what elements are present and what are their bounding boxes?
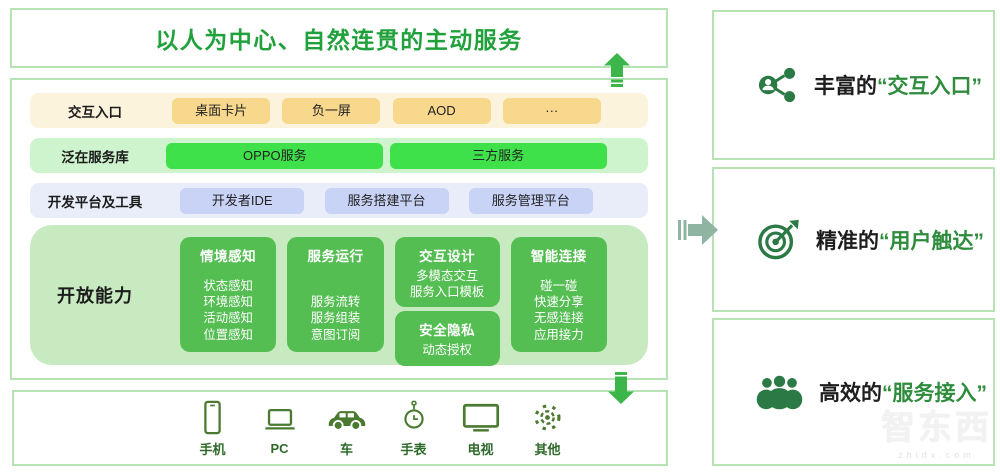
entry-item-more: ···: [502, 97, 601, 124]
layer-entry-label: 交互入口: [68, 104, 122, 120]
capability-item: 多模态交互: [416, 269, 479, 283]
capability-item: 活动感知: [203, 311, 253, 326]
capability-item: 动态授权: [422, 343, 472, 357]
capability-column-split: 交互设计 多模态交互 服务入口模板 安全隐私 动态授权: [394, 237, 500, 367]
layer-entry: 交互入口 桌面卡片 负一屏 AOD ···: [30, 93, 648, 128]
benefit-highlight: “服务接入”: [882, 382, 987, 405]
layer-capabilities: 开放能力 情境感知 状态感知 环境感知 活动感知 位置感知 服务运行 服务流转: [30, 225, 648, 367]
benefit-access-box: 高效的“服务接入”: [712, 318, 995, 466]
benefit-entry-box: 丰富的“交互入口”: [712, 10, 995, 160]
people-icon: [756, 374, 803, 410]
capability-item: 服务流转: [310, 294, 361, 309]
capability-card-title: 智能连接: [530, 249, 587, 264]
car-icon: [327, 399, 367, 437]
layer-devtools-label: 开发平台及工具: [47, 194, 143, 210]
capability-card-items: 动态授权: [399, 342, 496, 358]
device-phone: 手机: [186, 399, 240, 458]
device-tv: 电视: [454, 399, 508, 458]
benefit-reach-box: 精准的“用户触达”: [712, 167, 995, 312]
watch-icon: [403, 399, 425, 437]
device-other: 其他: [521, 399, 575, 458]
up-arrow-icon: [604, 53, 630, 87]
device-label: 其他: [534, 441, 561, 457]
capability-card-connect: 智能连接 碰一碰 快速分享 无感连接 应用接力: [510, 237, 607, 352]
right-arrow-icon: [678, 215, 718, 245]
device-label: 电视: [467, 441, 494, 457]
capability-item: 服务入口模板: [409, 285, 485, 300]
title-box: 以人为中心、自然连贯的主动服务: [10, 8, 668, 68]
entry-item: 负一屏: [282, 97, 381, 124]
capability-item: 位置感知: [203, 327, 253, 342]
capability-item: 快速分享: [534, 294, 584, 309]
service-item: OPPO服务: [166, 142, 384, 169]
capability-item: 意图订阅: [310, 327, 361, 342]
layer-services-items: OPPO服务 三方服务: [160, 142, 648, 169]
down-arrow-icon: [608, 372, 634, 404]
capability-card-items: 碰一碰 快速分享 无感连接 应用接力: [515, 278, 603, 344]
capability-card-title: 安全隐私: [419, 323, 476, 338]
platform-stack-box: 交互入口 桌面卡片 负一屏 AOD ··· 泛在服务库 OPPO服务 三方服务 …: [10, 78, 668, 380]
devtool-item: 开发者IDE: [180, 187, 305, 214]
capability-cards: 情境感知 状态感知 环境感知 活动感知 位置感知 服务运行 服务流转 服务组装 …: [180, 237, 607, 367]
capability-card-items: 服务流转 服务组装 意图订阅: [291, 294, 379, 343]
phone-icon: [201, 399, 224, 437]
layer-services: 泛在服务库 OPPO服务 三方服务: [30, 138, 648, 173]
benefit-text: 精准的“用户触达”: [816, 225, 984, 255]
share-contact-icon: [756, 64, 798, 106]
benefit-prefix: 高效的: [819, 382, 882, 405]
watermark-logo-text: 智东西: [881, 409, 992, 447]
service-item: 三方服务: [389, 142, 607, 169]
devtool-item: 服务管理平台: [468, 187, 593, 214]
tv-icon: [462, 399, 500, 437]
layer-devtools: 开发平台及工具 开发者IDE 服务搭建平台 服务管理平台: [30, 183, 648, 218]
benefit-prefix: 精准的: [816, 229, 879, 253]
capability-item: 服务组装: [310, 311, 361, 326]
gear-icon: [532, 399, 563, 437]
page-title: 以人为中心、自然连贯的主动服务: [155, 27, 523, 53]
capability-item: 碰一碰: [540, 278, 578, 293]
entry-item: 桌面卡片: [172, 97, 271, 124]
capability-card-runtime: 服务运行 服务流转 服务组装 意图订阅: [287, 237, 384, 352]
capability-card-security: 安全隐私 动态授权: [394, 311, 500, 367]
capability-card-items: 多模态交互 服务入口模板: [399, 268, 496, 301]
capability-card-title: 情境感知: [200, 249, 257, 264]
capability-item: 状态感知: [203, 278, 253, 293]
capability-item: 无感连接: [534, 311, 584, 326]
target-icon: [756, 218, 800, 262]
capability-item: 环境感知: [203, 294, 253, 309]
capability-item: 应用接力: [534, 327, 584, 342]
device-label: 车: [339, 441, 353, 457]
capability-card-interaction: 交互设计 多模态交互 服务入口模板: [394, 237, 500, 307]
benefit-text: 高效的“服务接入”: [819, 377, 987, 407]
layer-capabilities-label: 开放能力: [57, 286, 133, 306]
benefit-text: 丰富的“交互入口”: [814, 70, 982, 100]
device-label: 手表: [400, 441, 427, 457]
devices-box: 手机 PC: [12, 390, 668, 466]
watermark: 智东西 zhidx.com: [881, 400, 992, 460]
device-label: 手机: [199, 441, 226, 457]
layer-services-label: 泛在服务库: [61, 149, 129, 165]
device-pc: PC: [253, 401, 307, 456]
layer-entry-items: 桌面卡片 负一屏 AOD ···: [160, 97, 648, 124]
benefit-highlight: “用户触达”: [879, 229, 984, 253]
devtool-item: 服务搭建平台: [324, 187, 449, 214]
watermark-sub-text: zhidx.com: [898, 450, 975, 460]
benefit-prefix: 丰富的: [814, 75, 877, 98]
capability-card-context: 情境感知 状态感知 环境感知 活动感知 位置感知: [180, 237, 277, 352]
device-watch: 手表: [387, 399, 441, 458]
laptop-icon: [264, 401, 296, 439]
device-car: 车: [320, 399, 374, 458]
capability-card-title: 交互设计: [419, 249, 476, 264]
layer-devtools-items: 开发者IDE 服务搭建平台 服务管理平台: [160, 187, 648, 214]
entry-item: AOD: [392, 97, 491, 124]
capability-card-items: 状态感知 环境感知 活动感知 位置感知: [184, 278, 272, 344]
capability-card-title: 服务运行: [307, 249, 364, 264]
device-label: PC: [270, 440, 289, 456]
benefit-highlight: “交互入口”: [877, 75, 982, 98]
